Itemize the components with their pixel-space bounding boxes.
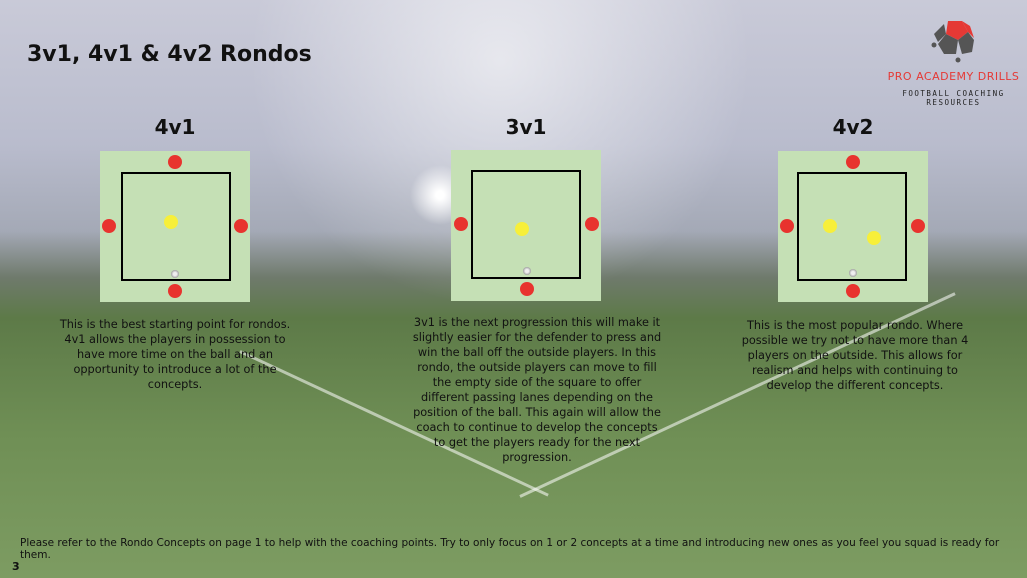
football-logo-icon xyxy=(931,21,974,63)
grid-square xyxy=(797,172,907,281)
attacker-marker xyxy=(168,155,182,169)
drill-heading-3v1: 3v1 xyxy=(505,115,547,139)
drill-diagram-4v2 xyxy=(778,151,928,302)
attacker-marker xyxy=(846,284,860,298)
attacker-marker xyxy=(585,217,599,231)
defender-marker xyxy=(164,215,178,229)
defender-marker xyxy=(823,219,837,233)
defender-marker xyxy=(867,231,881,245)
brand-tagline: FOOTBALL COACHING RESOURCES xyxy=(902,89,1005,107)
ball-icon xyxy=(849,269,857,277)
attacker-marker xyxy=(102,219,116,233)
drill-diagram-4v1 xyxy=(100,151,250,302)
attacker-marker xyxy=(780,219,794,233)
grid-square xyxy=(471,170,581,279)
grid-square xyxy=(121,172,231,281)
footer-note: Please refer to the Rondo Concepts on pa… xyxy=(20,537,1000,561)
brand-name: PRO ACADEMY DRILLS xyxy=(887,70,1020,83)
drill-description-4v1: This is the best starting point for rond… xyxy=(59,318,291,391)
attacker-marker xyxy=(234,219,248,233)
drill-heading-4v2: 4v2 xyxy=(832,115,874,139)
ball-icon xyxy=(171,270,179,278)
attacker-marker xyxy=(846,155,860,169)
attacker-marker xyxy=(168,284,182,298)
ball-icon xyxy=(523,267,531,275)
drill-diagram-3v1 xyxy=(451,150,601,301)
drill-description-4v2: This is the most popular rondo. Where po… xyxy=(741,319,969,392)
logo: PRO ACADEMY DRILLS FOOTBALL COACHING RES… xyxy=(880,18,1027,107)
drill-description-3v1: 3v1 is the next progression this will ma… xyxy=(412,316,662,464)
page-number: 3 xyxy=(12,560,20,573)
drill-heading-4v1: 4v1 xyxy=(154,115,196,139)
attacker-marker xyxy=(520,282,534,296)
attacker-marker xyxy=(454,217,468,231)
slide-title: 3v1, 4v1 & 4v2 Rondos xyxy=(27,42,312,67)
defender-marker xyxy=(515,222,529,236)
attacker-marker xyxy=(911,219,925,233)
